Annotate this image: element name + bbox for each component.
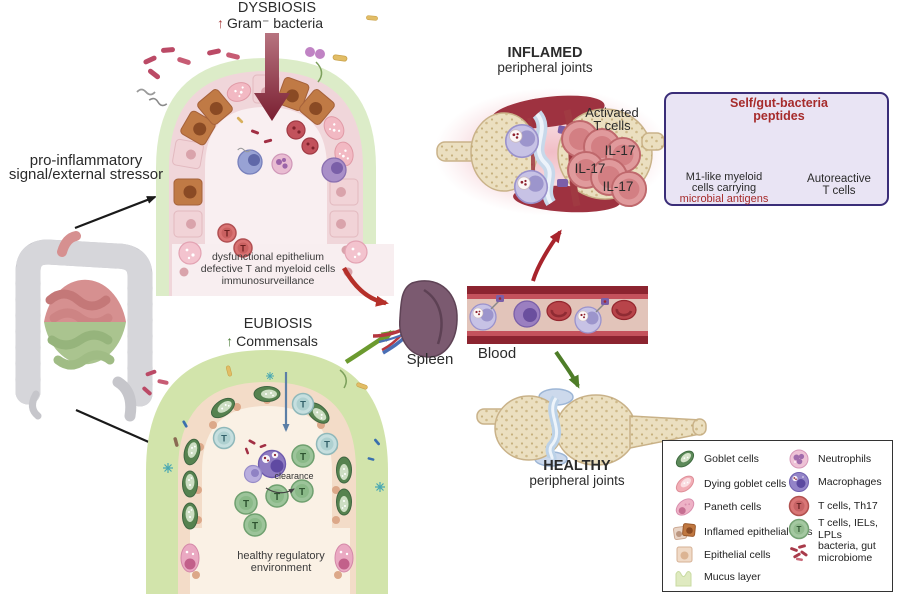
inflamed-joint-illustration [434,88,670,216]
inflamed-joint-title: INFLAMED [507,45,583,61]
activated-tcells-label-line1: Activated [585,105,639,120]
activated-tcells-label-line2: T cells [593,118,631,133]
eubiosis-title: EUBIOSIS [243,316,313,332]
legend-row-paneth: Paneth cells [673,495,761,519]
dysbiosis-caption-line3: immunosurveillance [221,275,315,287]
svg-text:T: T [797,502,802,511]
svg-text:T: T [324,440,330,451]
svg-text:T: T [299,487,305,498]
dysbiosis-gut-illustration: T T [136,15,394,296]
dysbiosis-caption-line2: defective T and myeloid cells [200,263,336,275]
up-arrow-red-icon: ↑ [216,15,224,31]
peptide-box-title-line1: Self/gut-bacteria [730,96,828,110]
dysbiosis-caption-line1: dysfunctional epithelium [211,251,325,263]
legend-row-neutrophils: Neutrophils [787,447,871,471]
legend-row-goblet: Goblet cells [673,447,759,471]
dysbiosis-title: DYSBIOSIS [237,0,317,16]
arrow-dysbiosis-to-spleen [342,266,389,307]
bacteria-icon [790,544,808,562]
arrow-intestine-to-eubiosis [75,408,162,449]
epithelial-cell-icon [676,546,693,563]
blood-label: Blood [477,345,517,362]
spleen-label: Spleen [406,351,454,368]
legend-row-tcells-th17: T T cells, Th17 [787,494,878,518]
legend-row-macrophages: Macrophages [787,470,882,494]
dysbiosis-subtitle: ↑Gram⁻ bacteria [216,15,324,31]
autoreactive-label-line1: Autoreactive [807,173,871,185]
eubiosis-bacteria [141,365,386,493]
eubiosis-caption-line2: environment [250,562,312,574]
neutrophil-icon [789,449,809,469]
paneth-cells [180,543,354,573]
dysbiosis-immune-cells: T T [178,116,368,265]
dysbiosis-insult-arrow [254,33,290,121]
stressor-label-line2: signal/external stressor [8,166,164,183]
inflamed-joint-subtitle: peripheral joints [497,60,593,75]
svg-text:T: T [274,492,280,503]
up-arrow-green-icon: ↑ [226,333,234,349]
macrophage-icon [789,472,809,492]
legend-row-mucus: Mucus layer [673,565,761,589]
clearance-label: clearance [274,471,314,481]
svg-text:T: T [221,434,227,445]
arrow-blood-to-inflamed-joint [531,229,562,282]
myeloid-label-line3: microbial antigens [679,193,769,205]
arrow-stressor-to-dysbiosis [74,195,157,230]
intestine-illustration [15,231,153,422]
tcell-iel-icon: T [788,518,810,540]
svg-text:T: T [797,525,802,534]
eubiosis-caption-line1: healthy regulatory [237,550,325,562]
dysbiosis-bacteria [136,15,379,108]
stressor-arrows [74,195,162,449]
svg-text:T: T [300,400,306,411]
eubiosis-gut-illustration: T T T T T T T T [141,350,388,594]
il17-label-2: IL-17 [574,161,606,176]
goblet-cell-icon [675,450,695,468]
peptide-box-title-line2: peptides [753,109,805,123]
legend-box: Goblet cells Dying goblet cells Paneth c… [662,440,893,592]
blood-vessel-illustration [467,286,648,344]
clearance-macrophage [243,438,295,494]
myeloid-label-line1: M1-like myeloid [685,171,763,183]
svg-text:T: T [243,499,249,510]
inflamed-epithelial-cell-icon [673,523,696,541]
il17-label-3: IL-17 [602,179,634,194]
legend-row-bacteria: bacteria, gut microbiome [787,540,892,564]
svg-text:T: T [224,229,230,239]
legend-row-epithelial: Epithelial cells [673,543,771,567]
self-gut-bacteria-peptides-box [664,92,889,206]
healthy-joint-illustration [476,388,707,467]
arrow-blood-to-healthy-joint [554,350,580,389]
svg-text:T: T [300,452,306,463]
legend-row-tcells-iels: T T cells, IELs, LPLs [787,517,892,541]
autoreactive-label-line2: T cells [822,185,856,197]
mucus-layer-icon [675,571,692,587]
svg-text:T: T [252,521,258,532]
healthy-joint-subtitle: peripheral joints [529,473,625,488]
tcell-th17-icon: T [788,495,810,517]
legend-row-dying-goblet: Dying goblet cells [673,472,786,496]
spleen-illustration [372,280,458,358]
legend-row-inflamed-epithelial: Inflamed epithelial cells [673,520,813,544]
il17-label-1: IL-17 [604,143,636,158]
healthy-joint-title: HEALTHY [543,458,611,474]
svg-text:T: T [240,244,246,254]
paneth-cell-icon [675,498,695,516]
myeloid-label-line2: cells carrying [691,182,757,194]
stressor-label-line1: pro-inflammatory [29,152,143,169]
dying-goblet-cell-icon [675,475,695,493]
eubiosis-subtitle: ↑Commensals [226,333,318,349]
